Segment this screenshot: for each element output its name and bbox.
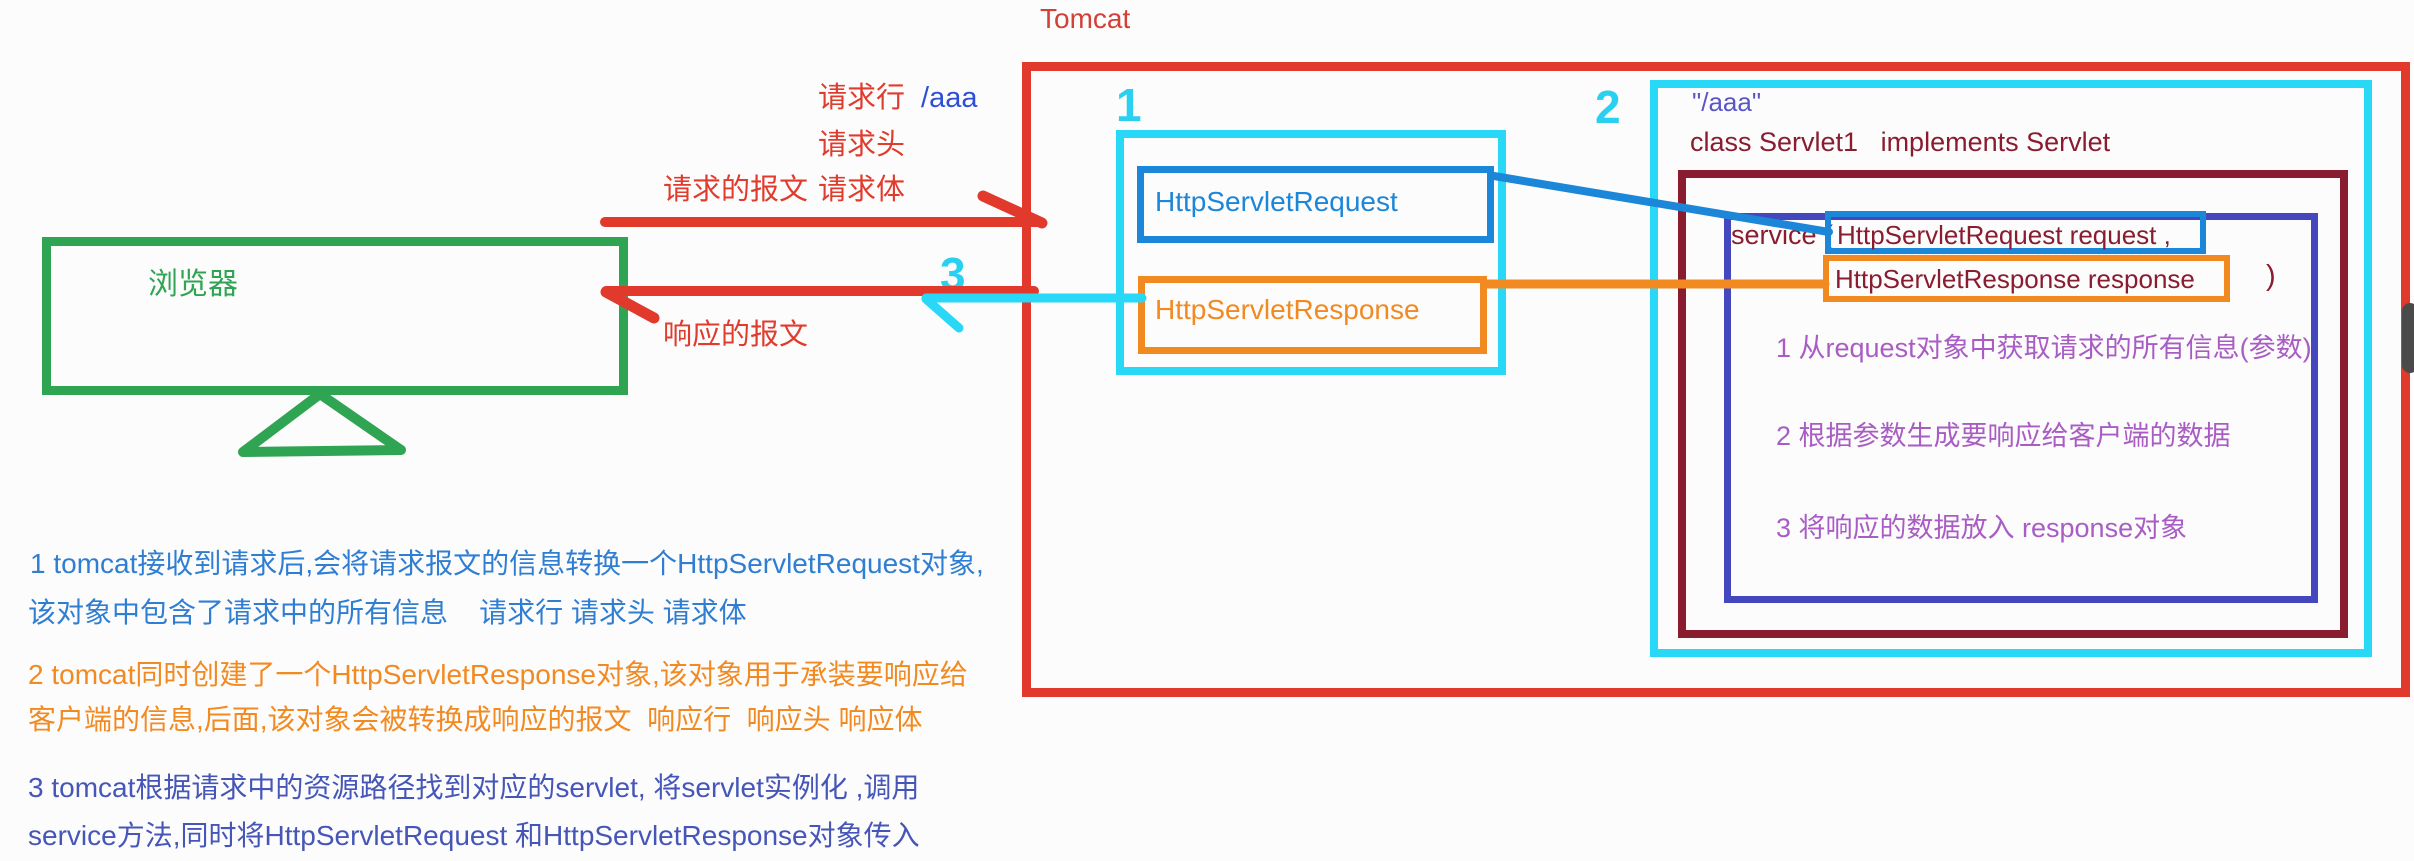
request-body-label: 请求体 (818, 174, 906, 206)
service-note-1: 1 从request对象中获取请求的所有信息(参数) (1776, 333, 2312, 363)
response-object-return-head (921, 294, 964, 333)
response-param-text: HttpServletResponse response (1835, 264, 2195, 294)
service-method-name: service ( (1731, 220, 1834, 250)
servlet-mapping-box (1650, 80, 2372, 657)
browser-label: 浏览器 (148, 268, 238, 301)
request-message-label: 请求的报文 (663, 174, 809, 206)
servlet-path-text: "/aaa" (1692, 87, 1762, 117)
request-line-label: 请求行/aaa (818, 82, 977, 115)
footnote-1-line-1: 1 tomcat接收到请求后,会将请求报文的信息转换一个HttpServletR… (30, 548, 984, 579)
scrollbar-thumb[interactable] (2402, 303, 2414, 373)
browser-box (42, 237, 628, 395)
request-param-box: HttpServletRequest request , (1825, 211, 2206, 254)
service-note-2: 2 根据参数生成要响应给客户端的数据 (1776, 421, 2231, 451)
servlet-class-declaration: class Servlet1 implements Servlet (1690, 127, 2111, 157)
footnote-2-line-1: 2 tomcat同时创建了一个HttpServletResponse对象,该对象… (28, 659, 968, 690)
http-servlet-request-text: HttpServletRequest (1155, 186, 1398, 217)
service-note-3: 3 将响应的数据放入 response对象 (1776, 513, 2188, 543)
request-response-objects-box (1116, 130, 1506, 375)
close-paren-text: ) (2266, 260, 2276, 292)
monitor-stand-triangle (238, 389, 406, 457)
response-message-label: 响应的报文 (663, 319, 809, 351)
request-line-text: 请求行 (818, 82, 906, 114)
step-3-number: 3 (940, 248, 966, 300)
response-param-box: HttpServletResponse response (1823, 255, 2230, 302)
step-2-number: 2 (1595, 81, 1621, 133)
servlet-class-box (1678, 170, 2348, 638)
http-servlet-response-box (1138, 276, 1487, 354)
footnote-1-line-2: 该对象中包含了请求中的所有信息 请求行 请求头 请求体 (28, 597, 747, 628)
footnote-3-line-1: 3 tomcat根据请求中的资源路径找到对应的servlet, 将servlet… (28, 772, 920, 803)
step-1-number: 1 (1116, 79, 1142, 131)
footnote-2-line-2: 客户端的信息,后面,该对象会被转换成响应的报文 响应行 响应头 响应体 (28, 704, 923, 735)
request-path-text: /aaa (921, 82, 978, 114)
request-param-text: HttpServletRequest request , (1837, 220, 2171, 250)
footnote-3-line-2: service方法,同时将HttpServletRequest 和HttpSer… (28, 820, 920, 851)
http-servlet-response-text: HttpServletResponse (1155, 294, 1420, 325)
tomcat-box (1022, 62, 2410, 697)
tomcat-label: Tomcat (1040, 3, 1131, 34)
request-header-label: 请求头 (818, 129, 906, 161)
